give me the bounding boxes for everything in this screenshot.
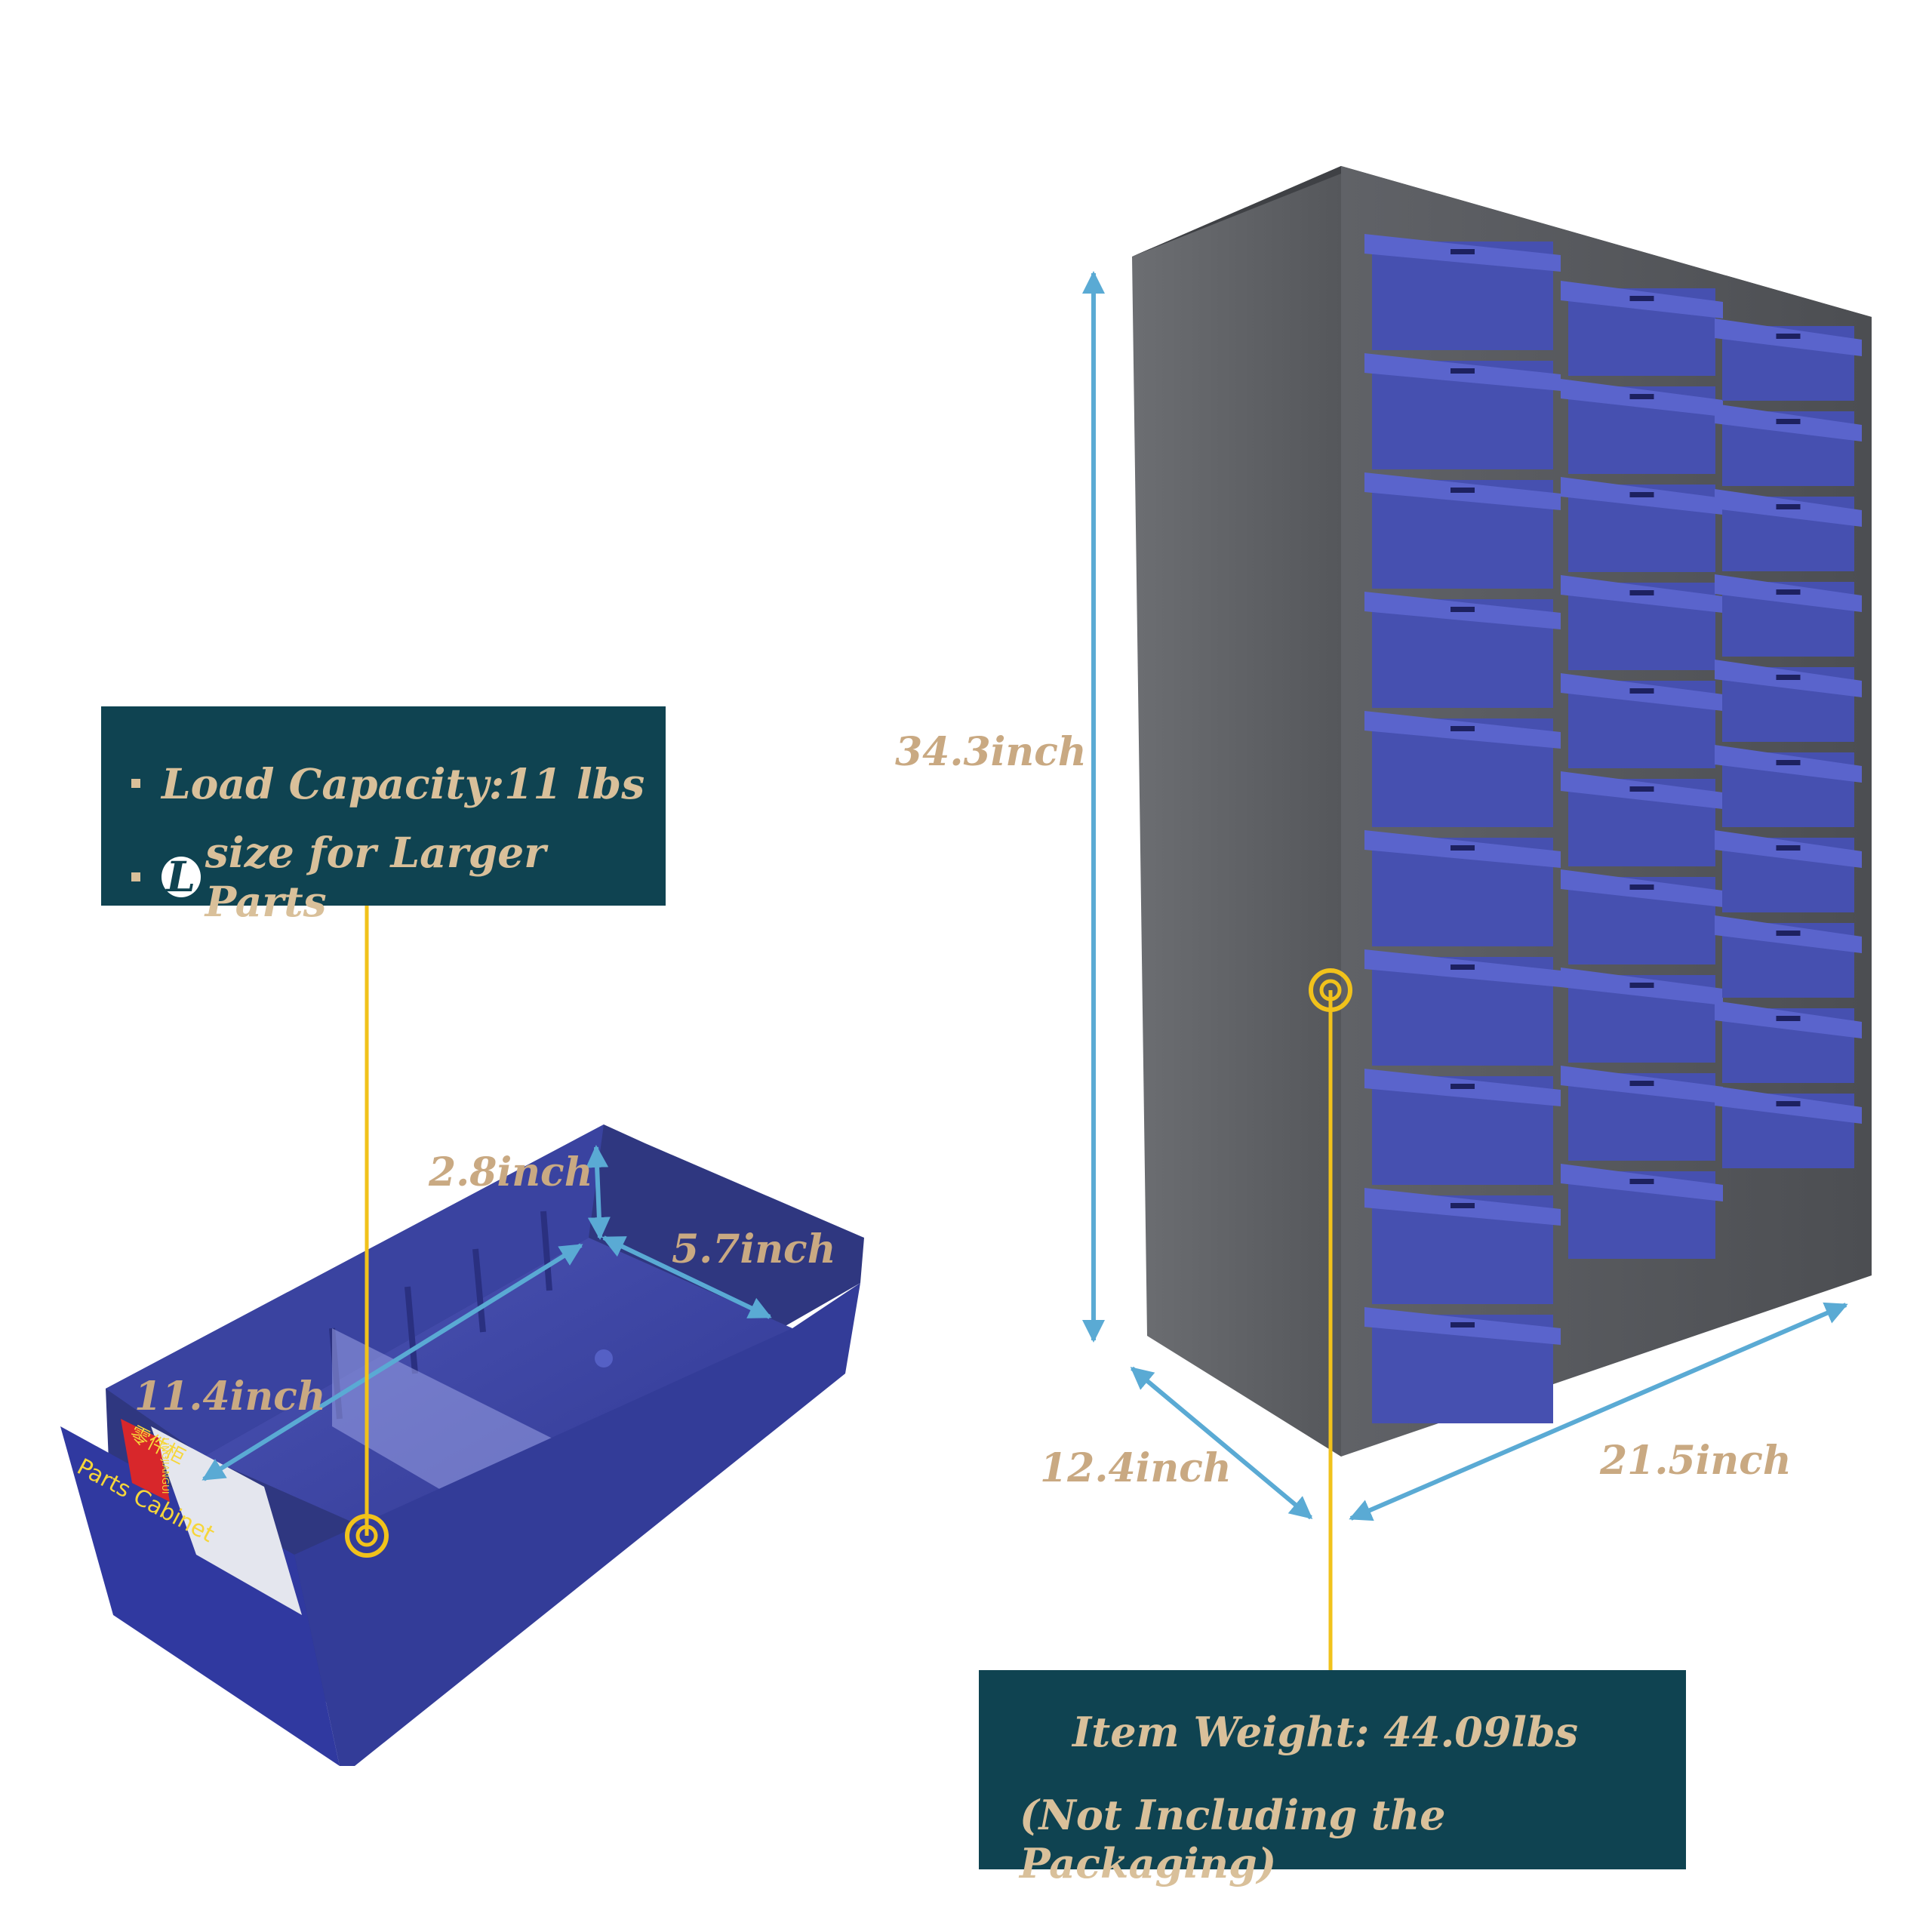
dimension-arrows [202, 271, 1848, 1521]
drawer-slot [1451, 726, 1475, 731]
tray-label-plate [151, 1426, 302, 1615]
dimension-width-label: 21.5inch [1600, 1438, 1792, 1484]
drawer-slot [1451, 1203, 1475, 1208]
drawer-slot [1451, 488, 1475, 493]
drawer-slot [1776, 504, 1801, 509]
drawer-slot [1451, 1322, 1475, 1327]
drawer-slot [1776, 589, 1801, 595]
bullet-icon [131, 872, 140, 881]
drawer-slot [1451, 845, 1475, 851]
drawer-slot [1776, 760, 1801, 765]
drawer-slot [1451, 249, 1475, 254]
load-capacity-callout: Load Capacity:11 lbs L size for Larger P… [101, 706, 666, 926]
item-weight-callout: Item Weight: 44.09lbs (Not Including the… [979, 1670, 1686, 1887]
drawer-slot [1629, 296, 1654, 301]
drawer-slot [1629, 1081, 1654, 1086]
drawer-slot [1629, 983, 1654, 988]
drawer-slot [1776, 675, 1801, 680]
callout-row-size: L size for Larger Parts [131, 828, 666, 926]
drawer-slot [1776, 931, 1801, 936]
drawer-slot [1776, 419, 1801, 424]
drawer-slot [1451, 1084, 1475, 1089]
cabinet-side [1132, 166, 1341, 1457]
tray-label-pinyin: LINGJIANGUI [160, 1438, 171, 1494]
drawer-slot [1629, 884, 1654, 890]
drawer-slot [1451, 607, 1475, 612]
tray-bump [595, 1349, 613, 1367]
cabinet-drawers [1364, 234, 1862, 1423]
drawer-slot [1776, 1016, 1801, 1021]
parts-cabinet [1132, 166, 1872, 1457]
drawer-tray: 零件柜 LINGJIANGUI Parts Cabinet [60, 1124, 864, 1766]
size-text: size for Larger Parts [205, 828, 546, 926]
drawer-height-label: 2.8inch [429, 1149, 593, 1195]
drawer-slot [1451, 368, 1475, 374]
drawer-slot [1776, 1101, 1801, 1106]
drawer-width-label: 5.7inch [672, 1226, 836, 1272]
drawer-slot [1629, 786, 1654, 792]
item-weight-text: Item Weight: 44.09lbs [1072, 1708, 1579, 1756]
drawer-slot [1451, 964, 1475, 970]
tray-label-red [121, 1419, 170, 1502]
drawer-slot [1776, 845, 1801, 851]
drawer-slot [1776, 334, 1801, 339]
leader-lines [345, 906, 1352, 1670]
dimension-depth-label: 12.4inch [1040, 1445, 1232, 1491]
load-capacity-text: Load Capacity:11 lbs [162, 758, 645, 808]
size-badge: L [161, 856, 201, 897]
drawer-slot [1629, 492, 1654, 497]
bullet-icon [131, 779, 140, 788]
dimension-height-label: 34.3inch [895, 729, 1087, 775]
drawer-slot [1629, 688, 1654, 694]
drawer-slot [1629, 394, 1654, 399]
tray-front-wall [60, 1426, 340, 1766]
drawer-slot [1629, 1179, 1654, 1184]
tray-side-wall [294, 1283, 860, 1766]
callout-row-capacity: Load Capacity:11 lbs [131, 737, 666, 830]
drawer-length-label: 11.4inch [134, 1374, 326, 1420]
drawer-slot [1629, 590, 1654, 595]
packaging-note-text: (Not Including the Packaging) [1020, 1791, 1446, 1887]
